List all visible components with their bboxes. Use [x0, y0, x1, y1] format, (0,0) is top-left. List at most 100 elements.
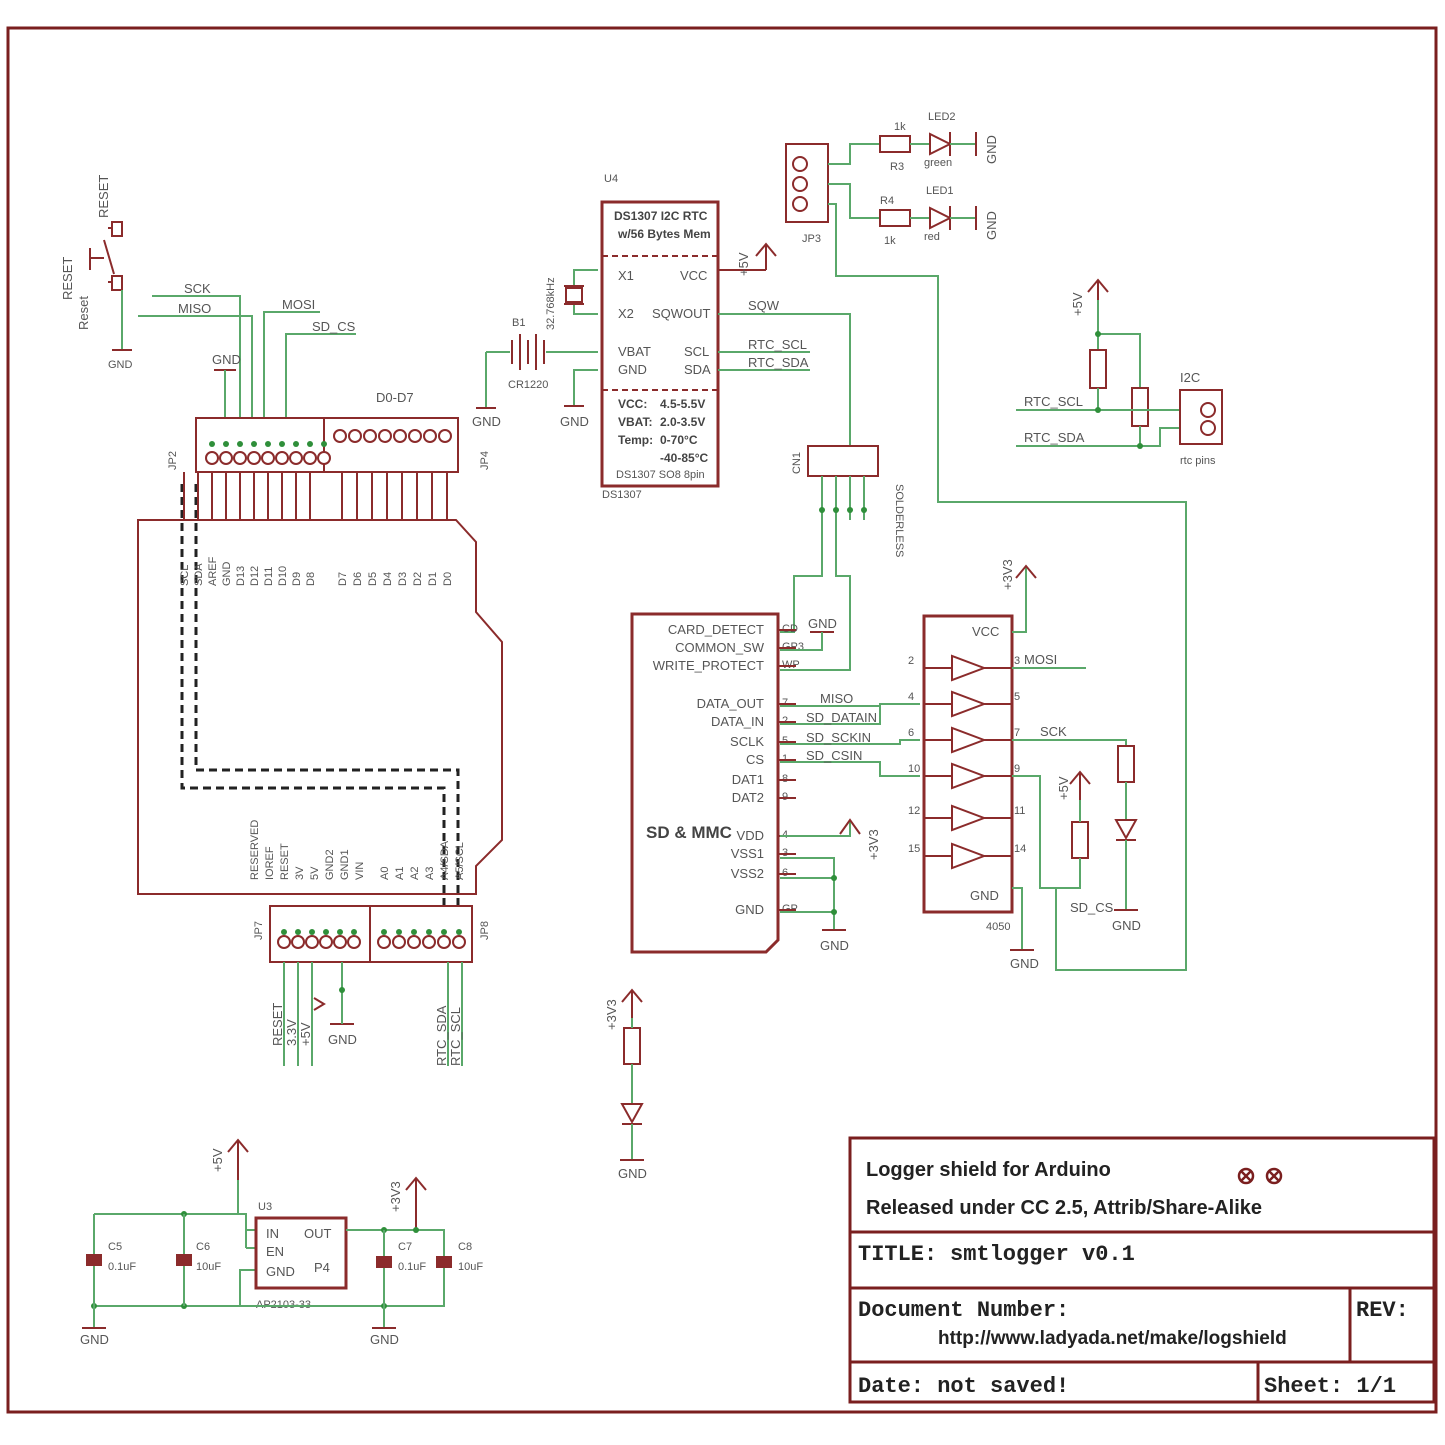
arduino-top-pin-label: D2: [412, 572, 424, 586]
x2-pin: X2: [618, 306, 634, 321]
battery-b1: B1 CR1220 GND: [472, 317, 598, 429]
gnd-reg-1: GND: [80, 1332, 109, 1347]
sd-pin-label: DATA_OUT: [697, 696, 764, 711]
sd-pin-label: GND: [735, 902, 764, 917]
r4-label: R4: [880, 195, 894, 207]
header-pin: [347, 935, 361, 949]
title-line-1: Logger shield for Arduino: [866, 1159, 1111, 1181]
crystal-label: 32.768kHz: [545, 277, 557, 330]
buffer-vcc: VCC: [972, 624, 999, 639]
spi-wires: SCK MISO MOSI SD_CS GND: [138, 281, 356, 440]
arduino-top-pin-label: D12: [249, 566, 261, 586]
u4-label: U4: [604, 173, 618, 185]
arduino-bottom-pin-label: IOREF: [264, 846, 276, 880]
i2c-label: I2C: [1180, 370, 1200, 385]
p3v3-buffer: +3V3: [1000, 559, 1015, 590]
pin-junction: [251, 441, 257, 447]
pin-junction: [307, 441, 313, 447]
reg-p4: P4: [314, 1260, 330, 1275]
pin-junction: [223, 441, 229, 447]
arduino-bottom-pin-label: A0: [379, 867, 391, 880]
arduino-top-pin-label: D7: [337, 572, 349, 586]
arduino-top-pin-label: D8: [305, 572, 317, 586]
buffer-pin-in: 14: [1014, 843, 1026, 855]
sheet-border: [6, 26, 1438, 1414]
header-pin: [408, 429, 422, 443]
jp3-label: JP3: [802, 233, 821, 245]
p5v-rtc: +5V: [736, 252, 751, 276]
jp8-label: JP8: [479, 921, 491, 940]
arduino-top-pin-label: D0: [442, 572, 454, 586]
crystal-q1: 32.768kHz GND: [545, 269, 598, 429]
sck-label: SCK: [184, 281, 211, 296]
buffer-part: 4050: [986, 921, 1010, 933]
pin-junction: [279, 441, 285, 447]
p3v3-sd: +3V3: [866, 829, 881, 860]
rev-label: REV:: [1356, 1298, 1409, 1323]
header-pin: [319, 935, 333, 949]
c8-label: C8: [458, 1241, 472, 1253]
header-pin: [233, 451, 247, 465]
arduino-bottom-pin-label: RESET: [279, 843, 291, 880]
arduino-bottom-pin-label: A4/SDA: [439, 840, 451, 880]
buffer-pin-out: 12: [908, 805, 920, 817]
header-pin: [289, 451, 303, 465]
rtc-spec-value: 2.0-3.5V: [660, 415, 705, 429]
header-pin: [333, 429, 347, 443]
sd-pin-label: CS: [746, 752, 764, 767]
pin-junction: [337, 929, 343, 935]
gnd-led3: GND: [1112, 918, 1141, 933]
doc-value: http://www.ladyada.net/make/logshield: [938, 1328, 1287, 1349]
sqw-label: SQW: [748, 298, 780, 313]
r3-label: R3: [890, 161, 904, 173]
c5-label: C5: [108, 1241, 122, 1253]
sheet-label: Sheet: 1/1: [1264, 1374, 1396, 1399]
gnd-led2: GND: [984, 135, 999, 164]
gnd-pin: GND: [618, 362, 647, 377]
jp2-label: JP2: [167, 451, 179, 470]
rtc-spec-key: Temp:: [618, 433, 653, 447]
sd-pin-label: COMMON_SW: [675, 640, 765, 655]
arduino-bottom-pin-label: RESERVED: [249, 820, 261, 880]
header-pin: [275, 451, 289, 465]
miso-sd: MISO: [820, 691, 853, 706]
buffer-pin-out: 10: [908, 763, 920, 775]
header-pin: [219, 451, 233, 465]
led2-label: LED2: [928, 111, 956, 123]
header-pin: [437, 935, 451, 949]
sqwout-pin: SQWOUT: [652, 306, 711, 321]
buffer-pin-out: 2: [908, 655, 914, 667]
pin-junction: [209, 441, 215, 447]
sda-pin: SDA: [684, 362, 711, 377]
arduino-top-pin-label: AREF: [207, 556, 219, 586]
gnd-sd: GND: [820, 938, 849, 953]
voltage-regulator: +5V U3 IN EN GND OUT P4 AP2103-33 +3V3 C…: [80, 1138, 483, 1347]
solderless-label: SOLDERLESS: [893, 484, 905, 557]
c7-value: 0.1uF: [398, 1261, 426, 1273]
rtc-ds1307: U4 DS1307 I2C RTC w/56 Bytes Mem X1 X2 V…: [600, 173, 851, 501]
reg-gnd: GND: [266, 1264, 295, 1279]
rtc-spec-value: 4.5-5.5V: [660, 397, 705, 411]
cn1-label: CN1: [791, 452, 803, 474]
arduino-top-pin-label: SDA: [193, 563, 205, 586]
logo-icons: [1237, 1167, 1283, 1185]
net-label: RTC_SCL: [448, 1007, 463, 1066]
buffer-gnd: GND: [970, 888, 999, 903]
reset-label: RESET: [60, 257, 75, 300]
pin-junction: [426, 929, 432, 935]
rtc-sub: DS1307 SO8 8pin: [616, 469, 705, 481]
header-pin: [277, 935, 291, 949]
rtc-spec-value: 0-70°C: [660, 433, 698, 447]
header-pin: [393, 429, 407, 443]
pin-junction: [237, 441, 243, 447]
jp7-label: JP7: [253, 921, 265, 940]
p3v3-led4: +3V3: [604, 999, 619, 1030]
gnd-sd-top: GND: [808, 616, 837, 631]
pin-junction: [295, 929, 301, 935]
jp3-led-header: JP3 1k R3 LED2 green GND R4 1k LED1 red …: [785, 111, 1187, 971]
rtc-sda-i2c: RTC_SDA: [1024, 430, 1085, 445]
